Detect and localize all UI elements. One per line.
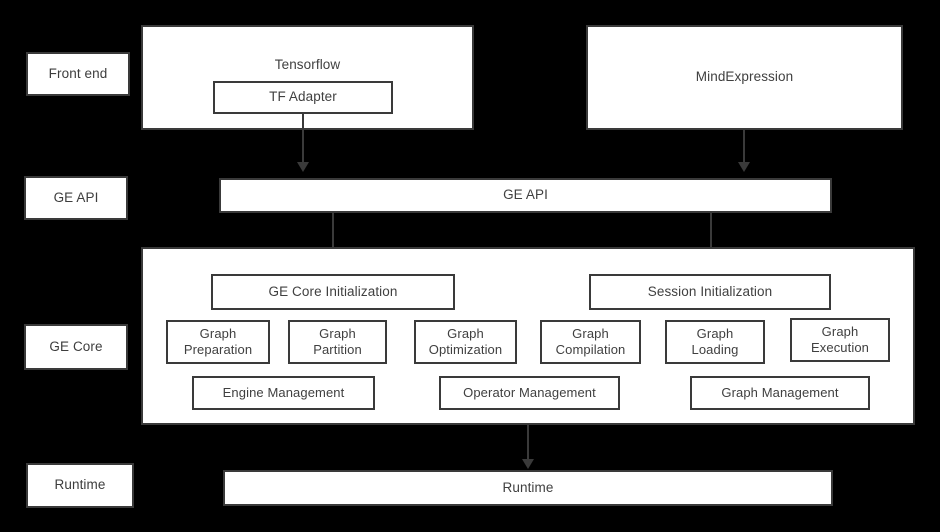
frontend-tensorflow-container: Tensorflow (141, 25, 474, 130)
module-box-graph-optimization-line1: Graph (447, 325, 484, 341)
module-box-graph-optimization: Graph Optimization (414, 320, 517, 364)
layer-label-ge-core: GE Core (24, 324, 128, 370)
connector-ge-api-to-session-init-line (710, 213, 712, 258)
module-box-graph-optimization-line2: Optimization (428, 342, 503, 357)
connector-tf-adapter-to-ge-api-arrowhead (297, 162, 309, 172)
layer-label-front-end-text: Front end (48, 65, 108, 81)
module-box-graph-loading-line1: Graph (696, 325, 734, 341)
layer-label-ge-core-text: GE Core (49, 338, 103, 354)
runtime-bar-label: Runtime (502, 479, 554, 495)
frontend-mindexpression-label: MindExpression (695, 69, 794, 85)
module-box-graph-compilation-line2: Compilation (555, 342, 626, 357)
management-box-operator-management-label: Operator Management (463, 384, 596, 400)
module-box-graph-compilation: Graph Compilation (540, 320, 641, 364)
layer-label-front-end: Front end (26, 52, 130, 96)
module-box-graph-loading: Graph Loading (665, 320, 765, 364)
module-box-graph-preparation-line1: Graph (199, 325, 237, 341)
frontend-tensorflow-label: Tensorflow (274, 57, 341, 72)
module-box-graph-execution: Graph Execution (790, 318, 890, 362)
management-box-operator-management: Operator Management (439, 376, 620, 410)
ge-api-bar: GE API (219, 178, 832, 213)
module-box-graph-compilation-line1: Graph (572, 325, 609, 341)
connector-ge-api-to-ge-core-init-line (332, 213, 334, 258)
ge-api-bar-label: GE API (503, 187, 548, 203)
layer-label-runtime-text: Runtime (54, 477, 106, 493)
module-box-graph-execution-line2: Execution (811, 340, 869, 355)
connector-ge-core-to-runtime-arrowhead (522, 459, 534, 469)
management-box-engine-management-label: Engine Management (222, 384, 345, 400)
layer-label-ge-api-text: GE API (53, 189, 99, 205)
module-box-graph-partition-line2: Partition (313, 342, 362, 357)
module-box-graph-partition-line1: Graph (319, 325, 356, 341)
ge-core-initialization-label: GE Core Initialization (268, 283, 398, 299)
module-box-graph-preparation: Graph Preparation (166, 320, 270, 364)
session-initialization-label: Session Initialization (647, 283, 773, 299)
connector-ge-core-to-runtime-line (527, 425, 529, 460)
management-box-engine-management: Engine Management (192, 376, 375, 410)
layer-label-ge-api: GE API (24, 176, 128, 220)
session-initialization-box: Session Initialization (589, 274, 831, 310)
connector-mindexpression-to-ge-api-line (743, 130, 745, 163)
module-box-graph-execution-line1: Graph (821, 323, 859, 339)
layer-label-runtime: Runtime (26, 463, 134, 508)
module-box-graph-preparation-line2: Preparation (183, 342, 253, 357)
module-box-graph-loading-line2: Loading (691, 342, 739, 357)
runtime-bar: Runtime (223, 470, 833, 506)
frontend-mindexpression-box: MindExpression (586, 25, 903, 130)
frontend-tf-adapter-label: TF Adapter (269, 89, 337, 105)
module-box-graph-partition: Graph Partition (288, 320, 387, 364)
management-box-graph-management: Graph Management (690, 376, 870, 410)
frontend-tf-adapter-box: TF Adapter (213, 81, 393, 114)
management-box-graph-management-label: Graph Management (721, 384, 839, 400)
connector-mindexpression-to-ge-api-arrowhead (738, 162, 750, 172)
ge-core-initialization-box: GE Core Initialization (211, 274, 455, 310)
connector-tf-adapter-to-ge-api-line (302, 113, 304, 163)
